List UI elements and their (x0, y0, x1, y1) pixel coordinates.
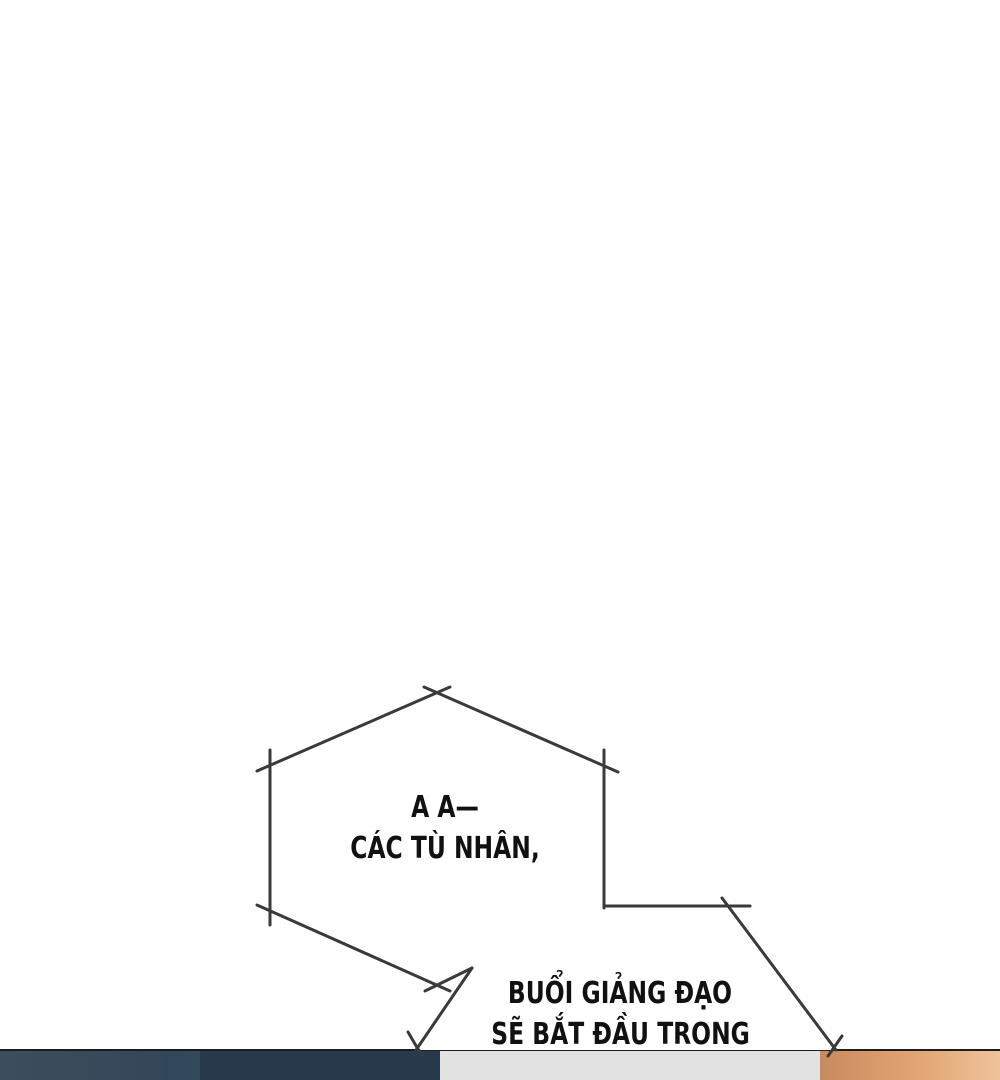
bubble-2-line-1: BUỔI GIẢNG ĐẠO (507, 976, 733, 1011)
next-panel-edge (0, 1049, 1000, 1080)
speech-bubble-2-text: BUỔI GIẢNG ĐẠO SẼ BẮT ĐẦU TRONG (491, 974, 750, 1055)
speech-bubble-1-text: A A— CÁC TÙ NHÂN, (332, 788, 558, 869)
bubble-1-line-1: A A— (411, 790, 479, 825)
speech-bubble-1 (270, 692, 836, 1050)
bubble-1-line-2: CÁC TÙ NHÂN, (350, 830, 540, 866)
bubble-2-line-2: SẼ BẮT ĐẦU TRONG (491, 1016, 750, 1052)
